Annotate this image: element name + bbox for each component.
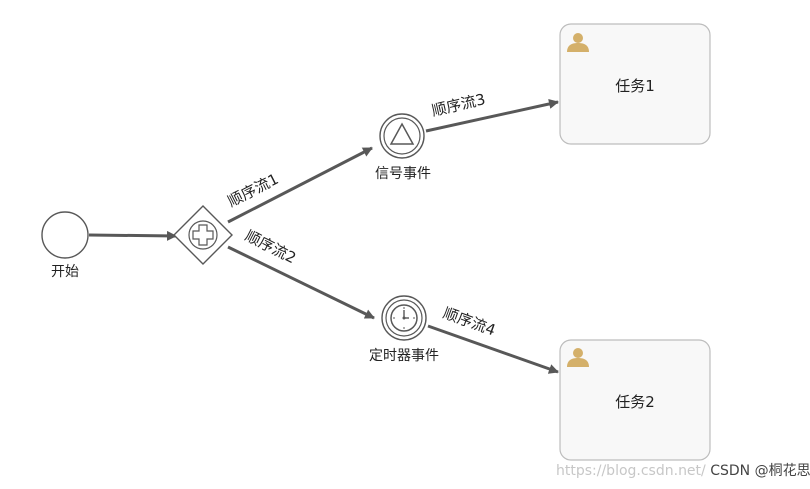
user-icon (567, 348, 589, 367)
flow-2[interactable] (227, 245, 375, 320)
watermark-url: https://blog.csdn.net/ (556, 463, 706, 479)
signal-triangle-icon (389, 122, 415, 145)
timer-event[interactable] (381, 295, 427, 341)
task-2-label: 任务2 (615, 393, 655, 411)
flow-4[interactable] (427, 324, 559, 374)
flow-1[interactable] (227, 146, 373, 224)
timer-event-label: 定时器事件 (369, 348, 439, 364)
user-icon (567, 33, 589, 52)
clock-icon (390, 304, 418, 332)
flow-3-label: 顺序流3 (430, 90, 487, 120)
start-event-label: 开始 (51, 264, 79, 280)
watermark-text: CSDN @桐花思雨 (710, 463, 810, 479)
plus-icon (192, 224, 214, 246)
parallel-gateway[interactable] (173, 205, 233, 265)
flow-2-label: 顺序流2 (242, 227, 299, 268)
signal-event[interactable] (379, 113, 425, 159)
task-2[interactable] (559, 339, 711, 461)
start-event[interactable] (41, 211, 89, 259)
signal-event-label: 信号事件 (375, 166, 431, 182)
flow-1-label: 顺序流1 (225, 170, 282, 211)
watermark: https://blog.csdn.net/ CSDN @桐花思雨 (556, 460, 810, 480)
task-1[interactable] (559, 23, 711, 145)
flow-start-to-gateway[interactable] (88, 230, 177, 241)
task-1-label: 任务1 (615, 77, 655, 95)
flow-3[interactable] (425, 99, 559, 133)
